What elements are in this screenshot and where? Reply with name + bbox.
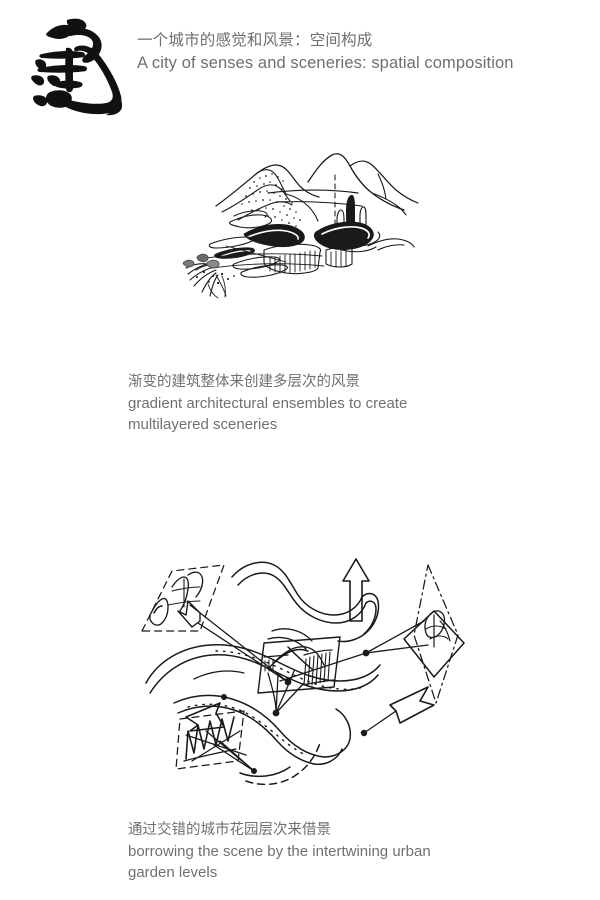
caption-borrowed-scene: 通过交错的城市花园层次来借景 borrowing the scene by th…	[128, 820, 548, 883]
caption-1-en: gradient architectural ensembles to crea…	[128, 393, 548, 435]
caption-2-cn: 通过交错的城市花园层次来借景	[128, 822, 331, 838]
caption-2-en-line2: garden levels	[128, 864, 218, 881]
mountain-terrace-sketch	[182, 146, 422, 311]
garden-levels-flow-diagram	[128, 535, 478, 795]
caption-gradient-ensembles: 渐变的建筑整体来创建多层次的风景 gradient architectural …	[128, 372, 548, 435]
caption-1-cn: 渐变的建筑整体来创建多层次的风景	[128, 374, 360, 390]
caption-1-en-line2: multilayered sceneries	[128, 416, 278, 433]
caption-2-en: borrowing the scene by the intertwining …	[128, 841, 548, 883]
caption-2-en-line1: borrowing the scene by the intertwining …	[128, 843, 431, 860]
page-title-cn: 一个城市的感觉和风景：空间构成	[137, 32, 373, 49]
header-title-group: 一个城市的感觉和风景：空间构成 A city of senses and sce…	[137, 30, 577, 75]
calligraphy-qi-character-icon	[26, 12, 138, 122]
page-title-en: A city of senses and sceneries: spatial …	[137, 54, 514, 72]
caption-1-en-line1: gradient architectural ensembles to crea…	[128, 395, 408, 412]
board-header: 一个城市的感觉和风景：空间构成 A city of senses and sce…	[0, 0, 600, 130]
